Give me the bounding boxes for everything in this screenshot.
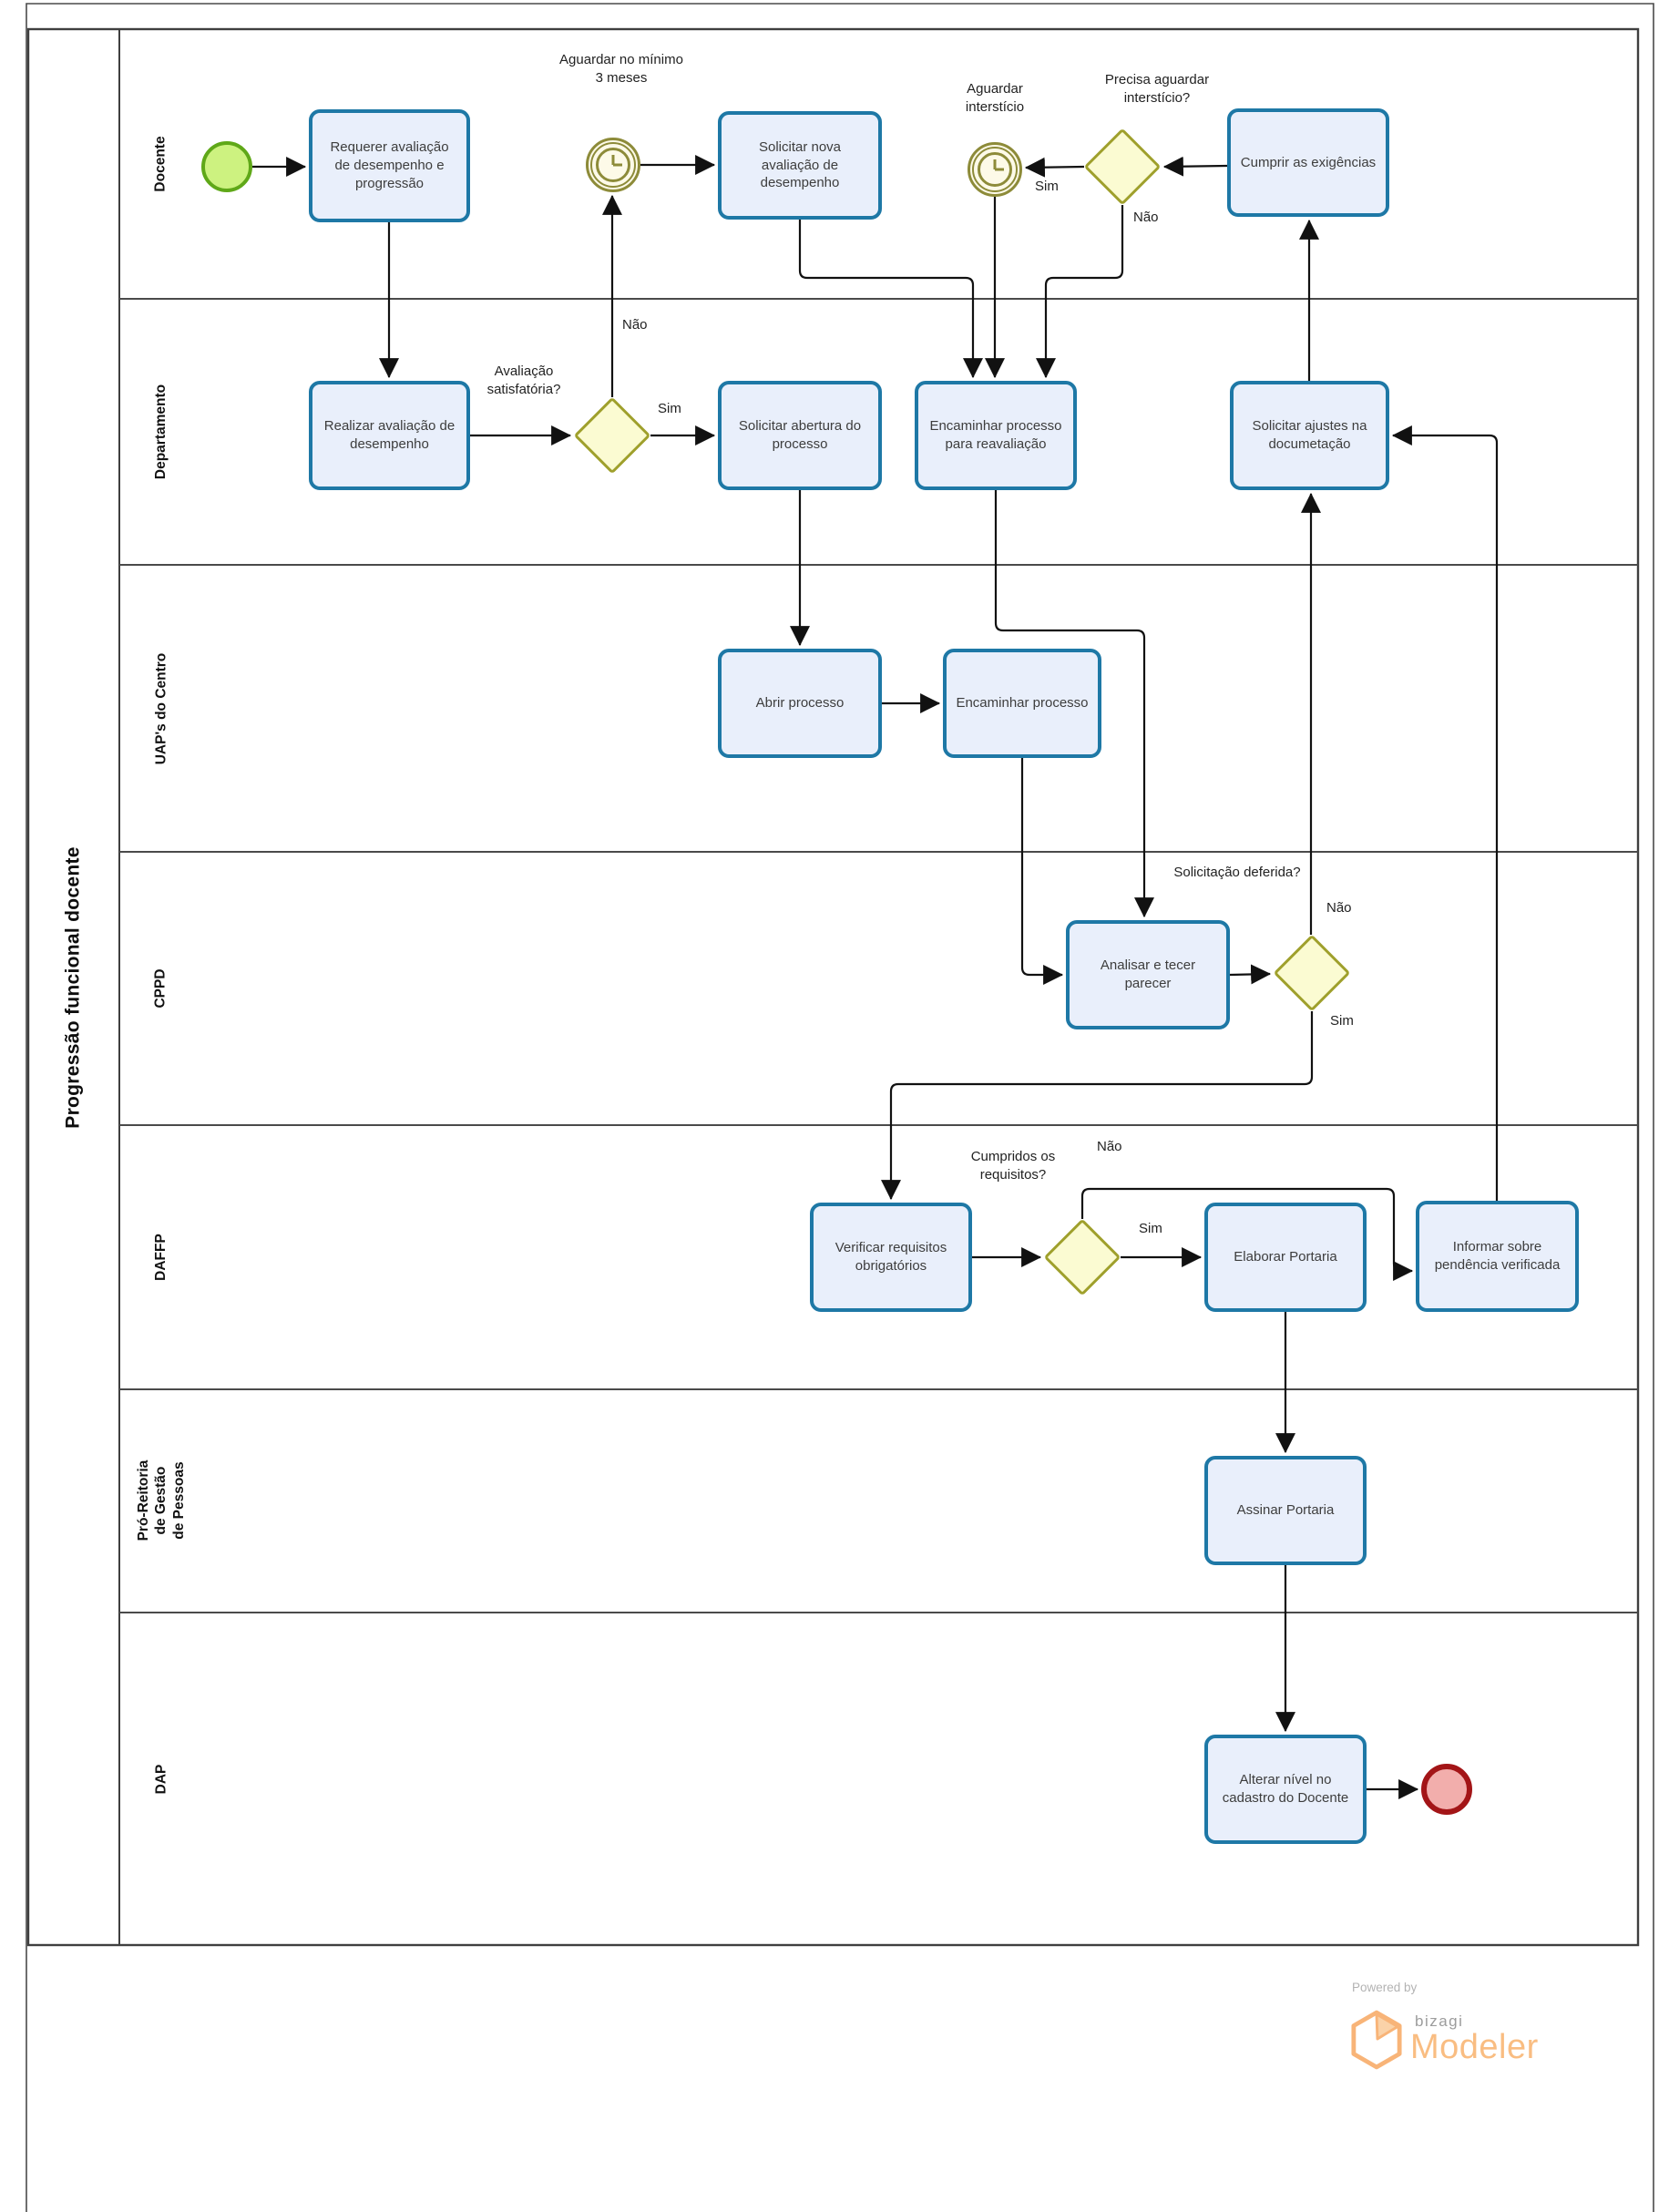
- edge-label-sim: Sim: [658, 401, 681, 416]
- lane-label-cppd: CPPD: [152, 968, 169, 1009]
- lane-label-departamento: Departamento: [153, 384, 169, 480]
- gateway-cumpridos-requisitos-label: Cumpridos os requisitos?: [970, 1149, 1056, 1183]
- bizagi-logo-icon: [1351, 2010, 1402, 2070]
- task-realizar-avaliacao: Realizar avaliação de desempenho: [309, 381, 470, 490]
- clock-icon: [978, 152, 1012, 187]
- edge-label-sim: Sim: [1330, 1013, 1354, 1029]
- flow-gw-cumpridos-nao-to-informar: [1080, 1187, 1414, 1281]
- timer-intersticio-label: Aguardar interstício: [965, 81, 1025, 115]
- flow-analisar-to-gw-deferida: [1229, 964, 1272, 985]
- task-solicitar-abertura: Solicitar abertura do processo: [718, 381, 882, 490]
- edge-label-nao: Não: [1097, 1139, 1122, 1154]
- task-elaborar-portaria: Elaborar Portaria: [1204, 1203, 1367, 1312]
- edge-label-nao: Não: [1133, 210, 1159, 225]
- lane-dividers: [119, 298, 1638, 1613]
- flow-informar-to-solicitar-ajustes: [1391, 425, 1499, 1201]
- task-cumprir-exigencias: Cumprir as exigências: [1227, 108, 1389, 217]
- gateway-avaliacao-satisfatoria-label: Avaliação satisfatória?: [486, 364, 561, 397]
- start-event: [201, 141, 252, 192]
- timer-ring: [972, 147, 1018, 192]
- page-frame: [26, 3, 1654, 2212]
- task-solicitar-ajustes: Solicitar ajustes na documetação: [1230, 381, 1389, 490]
- edge-label-nao: Não: [622, 317, 648, 333]
- edge-label-sim: Sim: [1035, 179, 1059, 194]
- task-verificar-requisitos: Verificar requisitos obrigatórios: [810, 1203, 972, 1312]
- task-alterar-nivel: Alterar nível no cadastro do Docente: [1204, 1735, 1367, 1844]
- flow-solicitar-nova-to-encaminhar-reavaliacao: [798, 220, 983, 379]
- flow-cumprir-to-gw-precisa: [1162, 156, 1228, 177]
- flow-encaminhar-to-analisar: [1020, 758, 1064, 985]
- powered-by-text: Powered by: [1352, 1981, 1418, 1994]
- task-assinar-portaria: Assinar Portaria: [1204, 1456, 1367, 1565]
- lane-label-dap: DAP: [152, 1764, 169, 1794]
- pool-title-text: Progressão funcional docente: [63, 845, 84, 1129]
- end-event: [1421, 1764, 1472, 1815]
- task-abrir-processo: Abrir processo: [718, 649, 882, 758]
- timer-ring: [590, 142, 636, 188]
- lane-label-pro-reitoria: Pró-Reitoria de Gestão de Pessoas: [135, 1460, 187, 1541]
- timer-event-intersticio-icon: [968, 142, 1022, 197]
- flow-gw-precisa-nao-to-encaminhar-reavaliacao: [1036, 205, 1124, 379]
- lane-label-uaps-do-centro: UAP's do Centro: [153, 652, 169, 764]
- gateway-solicitacao-deferida-label: Solicitação deferida?: [1173, 865, 1301, 880]
- gateway-precisa-aguardar-label: Precisa aguardar interstício?: [1104, 72, 1210, 106]
- task-analisar-parecer: Analisar e tecer parecer: [1066, 920, 1230, 1029]
- lane-label-daffp: DAFFP: [152, 1234, 169, 1281]
- edge-label-sim: Sim: [1139, 1221, 1162, 1236]
- lane-label-docente: Docente: [153, 136, 169, 192]
- task-solicitar-nova-avaliacao: Solicitar nova avaliação de desempenho: [718, 111, 882, 220]
- bizagi-brand-text: bizagi: [1415, 2012, 1464, 2030]
- modeler-brand-text: Modeler: [1410, 2028, 1539, 2066]
- task-encaminhar-reavaliacao: Encaminhar processo para reavaliação: [915, 381, 1077, 490]
- edge-label-nao: Não: [1326, 900, 1352, 916]
- task-requerer-avaliacao: Requerer avaliação de desempenho e progr…: [309, 109, 470, 222]
- flow-gw-precisa-sim-to-timer-intersticio: [1024, 157, 1085, 178]
- clock-icon: [596, 148, 630, 182]
- pool-border: [26, 27, 1640, 1947]
- pool-title: Progressão funcional docente: [28, 29, 119, 1945]
- timer-minimo-label: Aguardar no mínimo 3 meses: [559, 52, 683, 86]
- task-encaminhar-processo: Encaminhar processo: [943, 649, 1101, 758]
- timer-event-minimo-icon: [586, 138, 640, 192]
- flow-encaminhar-reavaliacao-to-analisar: [994, 490, 1154, 918]
- flow-gw-deferida-sim-to-verificar: [881, 1011, 1314, 1201]
- task-informar-pendencia: Informar sobre pendência verificada: [1416, 1201, 1579, 1312]
